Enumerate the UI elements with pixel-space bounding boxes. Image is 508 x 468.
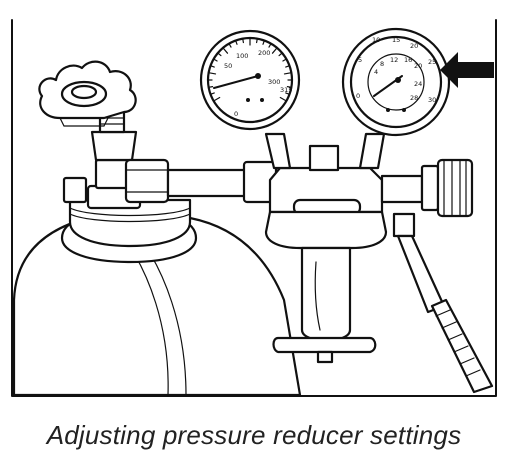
gauge-left-label-315: 315 [280,86,292,94]
gauge-right-outer-20: 20 [410,42,418,50]
gauge-tick [285,65,291,68]
gauge-tick [209,92,215,95]
gauge-right-outer-30: 30 [428,96,436,104]
gauge-tick [208,85,214,88]
gauge-tick [213,96,221,102]
gauge-tick [262,39,265,45]
gauge-tick [255,38,258,44]
gas-cylinder [12,198,302,397]
gauge-tick [271,47,278,54]
gauge-tick [278,52,283,57]
valve-handwheel [38,60,137,127]
gauge-tick [283,72,292,75]
gauge-tick [279,96,287,102]
gauge-left-label-50: 50 [224,62,232,70]
gauge-right-inner-16: 16 [404,56,412,64]
gauge-tick [228,43,232,48]
regulator-body [264,132,474,364]
gauge-left-needle [213,75,259,89]
high-pressure-gauge: 50 100 200 300 315 0 [199,29,301,131]
gauge-right-inner-8: 8 [380,60,384,68]
connecting-pipe [124,158,278,204]
gauge-tick [285,92,291,95]
gauge-tick [268,43,272,48]
cylinder-valve [62,110,142,210]
gauge-right-outer-0: 0 [356,92,360,100]
gauge-tick [286,85,292,88]
working-pressure-gauge: 10 15 20 25 30 5 0 20 4 12 16 8 24 28 [341,27,451,137]
gauge-right-outer-25: 25 [428,58,436,66]
gauge-right-outer-10: 10 [372,36,380,44]
gauge-left-label-0: 0 [234,110,238,118]
gauge-right-inner-4: 4 [374,68,378,76]
gauge-left-label-300: 300 [268,78,280,86]
gauge-left-label-200: 200 [258,49,270,57]
gauge-right-outer-15: 15 [392,36,400,44]
gauge-tick [282,58,287,62]
gauge-tick [235,39,238,45]
gauge-tick [242,38,245,44]
gauge-tick [208,72,217,75]
arrow-left-icon [440,52,494,88]
gauge-tick [213,58,218,62]
gauge-right-outer-5: 5 [358,56,362,64]
gauge-right-inner-24: 24 [414,80,422,88]
gauge-right-inner-20: 20 [414,62,422,70]
gauge-right-inner-28: 28 [410,94,418,102]
gauge-tick [222,47,229,54]
gauge-right-inner-12: 12 [390,56,398,64]
gauge-tick [209,65,215,68]
outlet-hose [392,212,494,394]
gauge-left-label-100: 100 [236,52,248,60]
gauge-tick [217,52,222,57]
figure-caption: Adjusting pressure reducer settings [46,420,462,450]
